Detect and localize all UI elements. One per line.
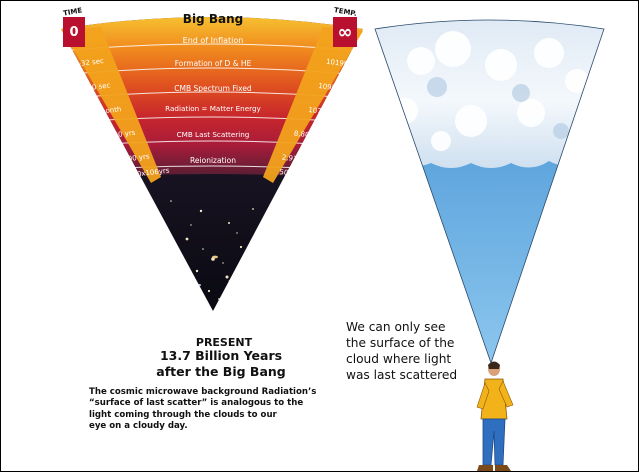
epoch-1-event: Formation of D & HE: [175, 59, 252, 68]
epoch-6-time: 200x106yrs: [128, 166, 171, 179]
temp-infinity: ∞: [338, 22, 353, 43]
epoch-6-temp: 50 K: [279, 168, 296, 178]
temp-heading: TEMP.: [333, 6, 357, 18]
caption-line: light coming through the clouds to our: [89, 409, 277, 420]
time-ribbon: [63, 17, 161, 183]
epoch-5-temp: 2,970 K: [281, 153, 309, 164]
epoch-5-event: Reionization: [190, 156, 236, 165]
epoch-3-time: 1 month: [92, 105, 122, 117]
sky-cone: [374, 19, 605, 365]
epoch-5-time: 379,000 yrs: [108, 152, 151, 165]
time-zero: 0: [69, 25, 78, 40]
epoch-3-event-text: Radiation = Matter Energy: [165, 104, 261, 113]
cloud-note-line: We can only see: [346, 320, 446, 334]
epoch-4-time: 56,000 yrs: [98, 129, 136, 142]
cloud-note-line: cloud where light: [346, 352, 452, 366]
epoch-3-event: Radiation = Matter Energy: [165, 104, 261, 113]
analogy-caption: The cosmic microwave background Radiatio…: [89, 387, 349, 433]
epoch-2-temp: 109K: [318, 82, 337, 92]
caption-line: The cosmic microwave background Radiatio…: [89, 387, 317, 397]
cloud-note-line: the surface of the: [346, 336, 455, 350]
diagram-title: Big Bang: [183, 12, 243, 26]
epoch-0-event: End of Inflation: [183, 36, 244, 45]
time-start-box: [63, 17, 85, 47]
epoch-3-temp: 107K: [308, 106, 327, 116]
epoch-2-event: CMB Spectrum Fixed: [174, 84, 252, 93]
cloud-note: We can only see the surface of the cloud…: [346, 319, 476, 383]
epoch-4-temp: 8,800 K: [293, 129, 321, 140]
cloud-note-line: was last scattered: [346, 368, 458, 382]
present-title: PRESENT: [195, 336, 253, 349]
epoch-1-time: 10-32 sec: [69, 57, 104, 69]
present-subtitle: after the Big Bang: [156, 364, 286, 379]
time-heading: TIME: [63, 6, 83, 17]
caption-line: eye on a cloudy day.: [89, 421, 188, 432]
epoch-2-time: 100 sec: [83, 81, 111, 92]
person-figure: [476, 361, 514, 471]
epoch-1-temp: 1019K: [326, 58, 350, 69]
temp-ribbon: [263, 17, 363, 183]
temp-start-box: [333, 17, 357, 47]
present-age: 13.7 Billion Years: [159, 348, 283, 363]
caption-line: “surface of last scatter” is analogous t…: [89, 398, 304, 409]
epoch-4-event: CMB Last Scattering: [177, 130, 250, 139]
